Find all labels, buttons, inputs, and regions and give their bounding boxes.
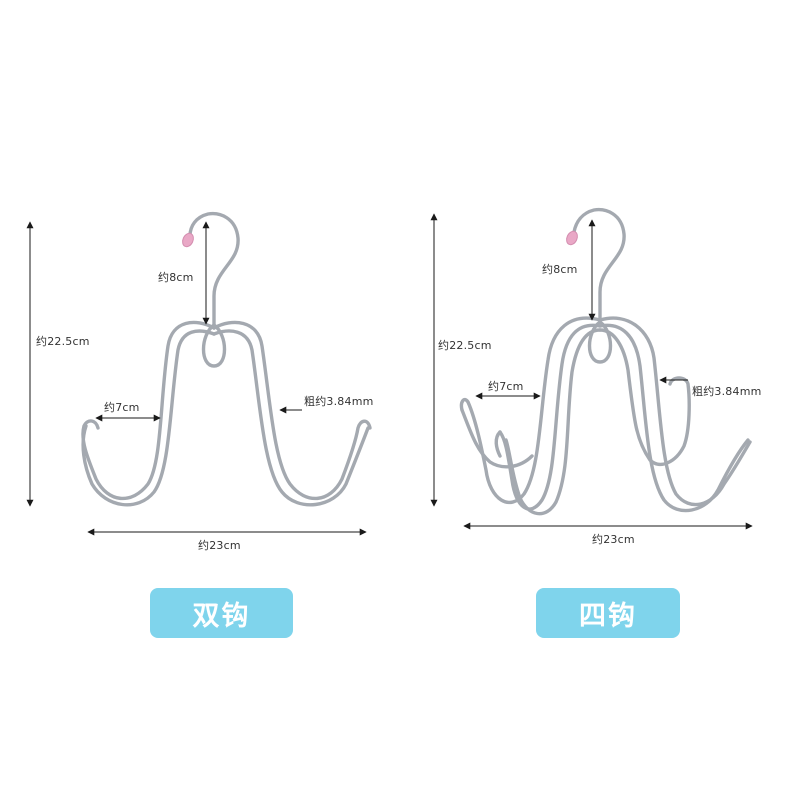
four-hook-hanger	[459, 207, 752, 516]
left-wire-label: 粗约3.84mm	[304, 395, 374, 408]
right-arm-label: 约7cm	[488, 380, 524, 393]
left-height-label: 约22.5cm	[36, 335, 90, 348]
left-width-label: 约23cm	[198, 539, 241, 552]
right-height-label: 约22.5cm	[438, 339, 492, 352]
double-hook-badge: 双钩	[150, 588, 293, 638]
hook-tip-cap	[566, 230, 578, 246]
four-hook-badge: 四钩	[536, 588, 680, 638]
left-arm-label: 约7cm	[104, 401, 140, 414]
right-dimension-lines	[430, 213, 753, 530]
right-hook-label: 约8cm	[542, 263, 578, 276]
left-hook-label: 约8cm	[158, 271, 194, 284]
right-width-label: 约23cm	[592, 533, 635, 546]
left-dimension-lines	[26, 221, 367, 536]
right-wire-label: 粗约3.84mm	[692, 385, 762, 398]
double-hook-hanger	[81, 211, 372, 507]
hook-tip-cap	[182, 232, 194, 248]
